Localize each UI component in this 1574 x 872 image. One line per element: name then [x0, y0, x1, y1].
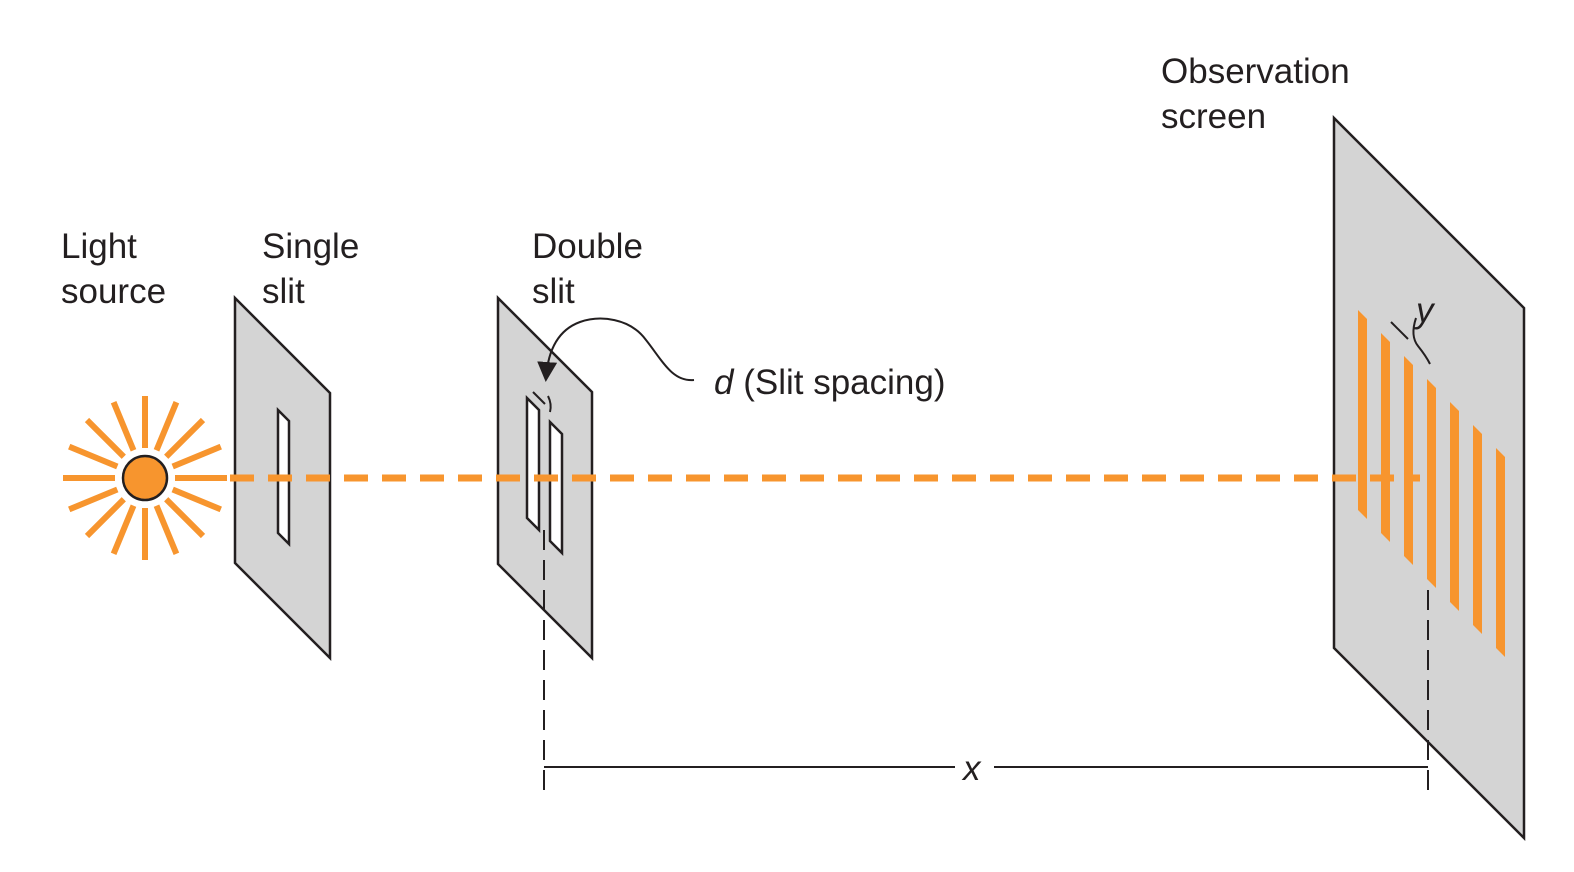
interference-fringes	[1358, 310, 1505, 657]
double-slit-label: Double slit	[532, 227, 653, 311]
light-ray	[153, 401, 180, 452]
light-ray	[110, 401, 137, 452]
fringe-spacing-label: y	[1414, 291, 1436, 330]
fringe-spacing-indicator	[1390, 317, 1431, 365]
slit-spacing-text: (Slit spacing)	[733, 363, 945, 402]
distance-indicator	[543, 530, 1429, 798]
light-ray	[68, 486, 119, 513]
double-slit-opening-1	[525, 394, 541, 534]
sun-burst-icon	[63, 396, 227, 560]
light-ray	[110, 504, 137, 555]
light-ray	[164, 497, 206, 539]
light-ray	[171, 443, 222, 470]
interference-fringe	[1404, 356, 1413, 565]
light-source-label: Light source	[61, 227, 166, 311]
light-ray	[164, 417, 206, 459]
interference-fringe	[1358, 310, 1367, 519]
slit-spacing-label: d (Slit spacing)	[714, 363, 946, 402]
light-ray	[153, 504, 180, 555]
slit-spacing-symbol: d	[714, 363, 735, 402]
double-slit-opening-2	[548, 418, 564, 557]
interference-fringe	[1473, 425, 1482, 634]
interference-fringe	[1381, 333, 1390, 542]
observation-screen-label: Observation screen	[1161, 52, 1359, 136]
interference-fringe	[1427, 379, 1436, 588]
light-ray	[84, 417, 126, 459]
observation-screen-panel	[1332, 114, 1526, 842]
light-ray	[84, 497, 126, 539]
interference-fringe	[1496, 448, 1505, 657]
light-ray	[68, 443, 119, 470]
light-ray	[171, 486, 222, 513]
slit-spacing-indicator	[532, 317, 695, 413]
distance-label: x	[961, 749, 982, 788]
light-source-bulb	[121, 454, 169, 502]
single-slit-label: Single slit	[262, 227, 369, 311]
interference-fringe	[1450, 402, 1459, 611]
